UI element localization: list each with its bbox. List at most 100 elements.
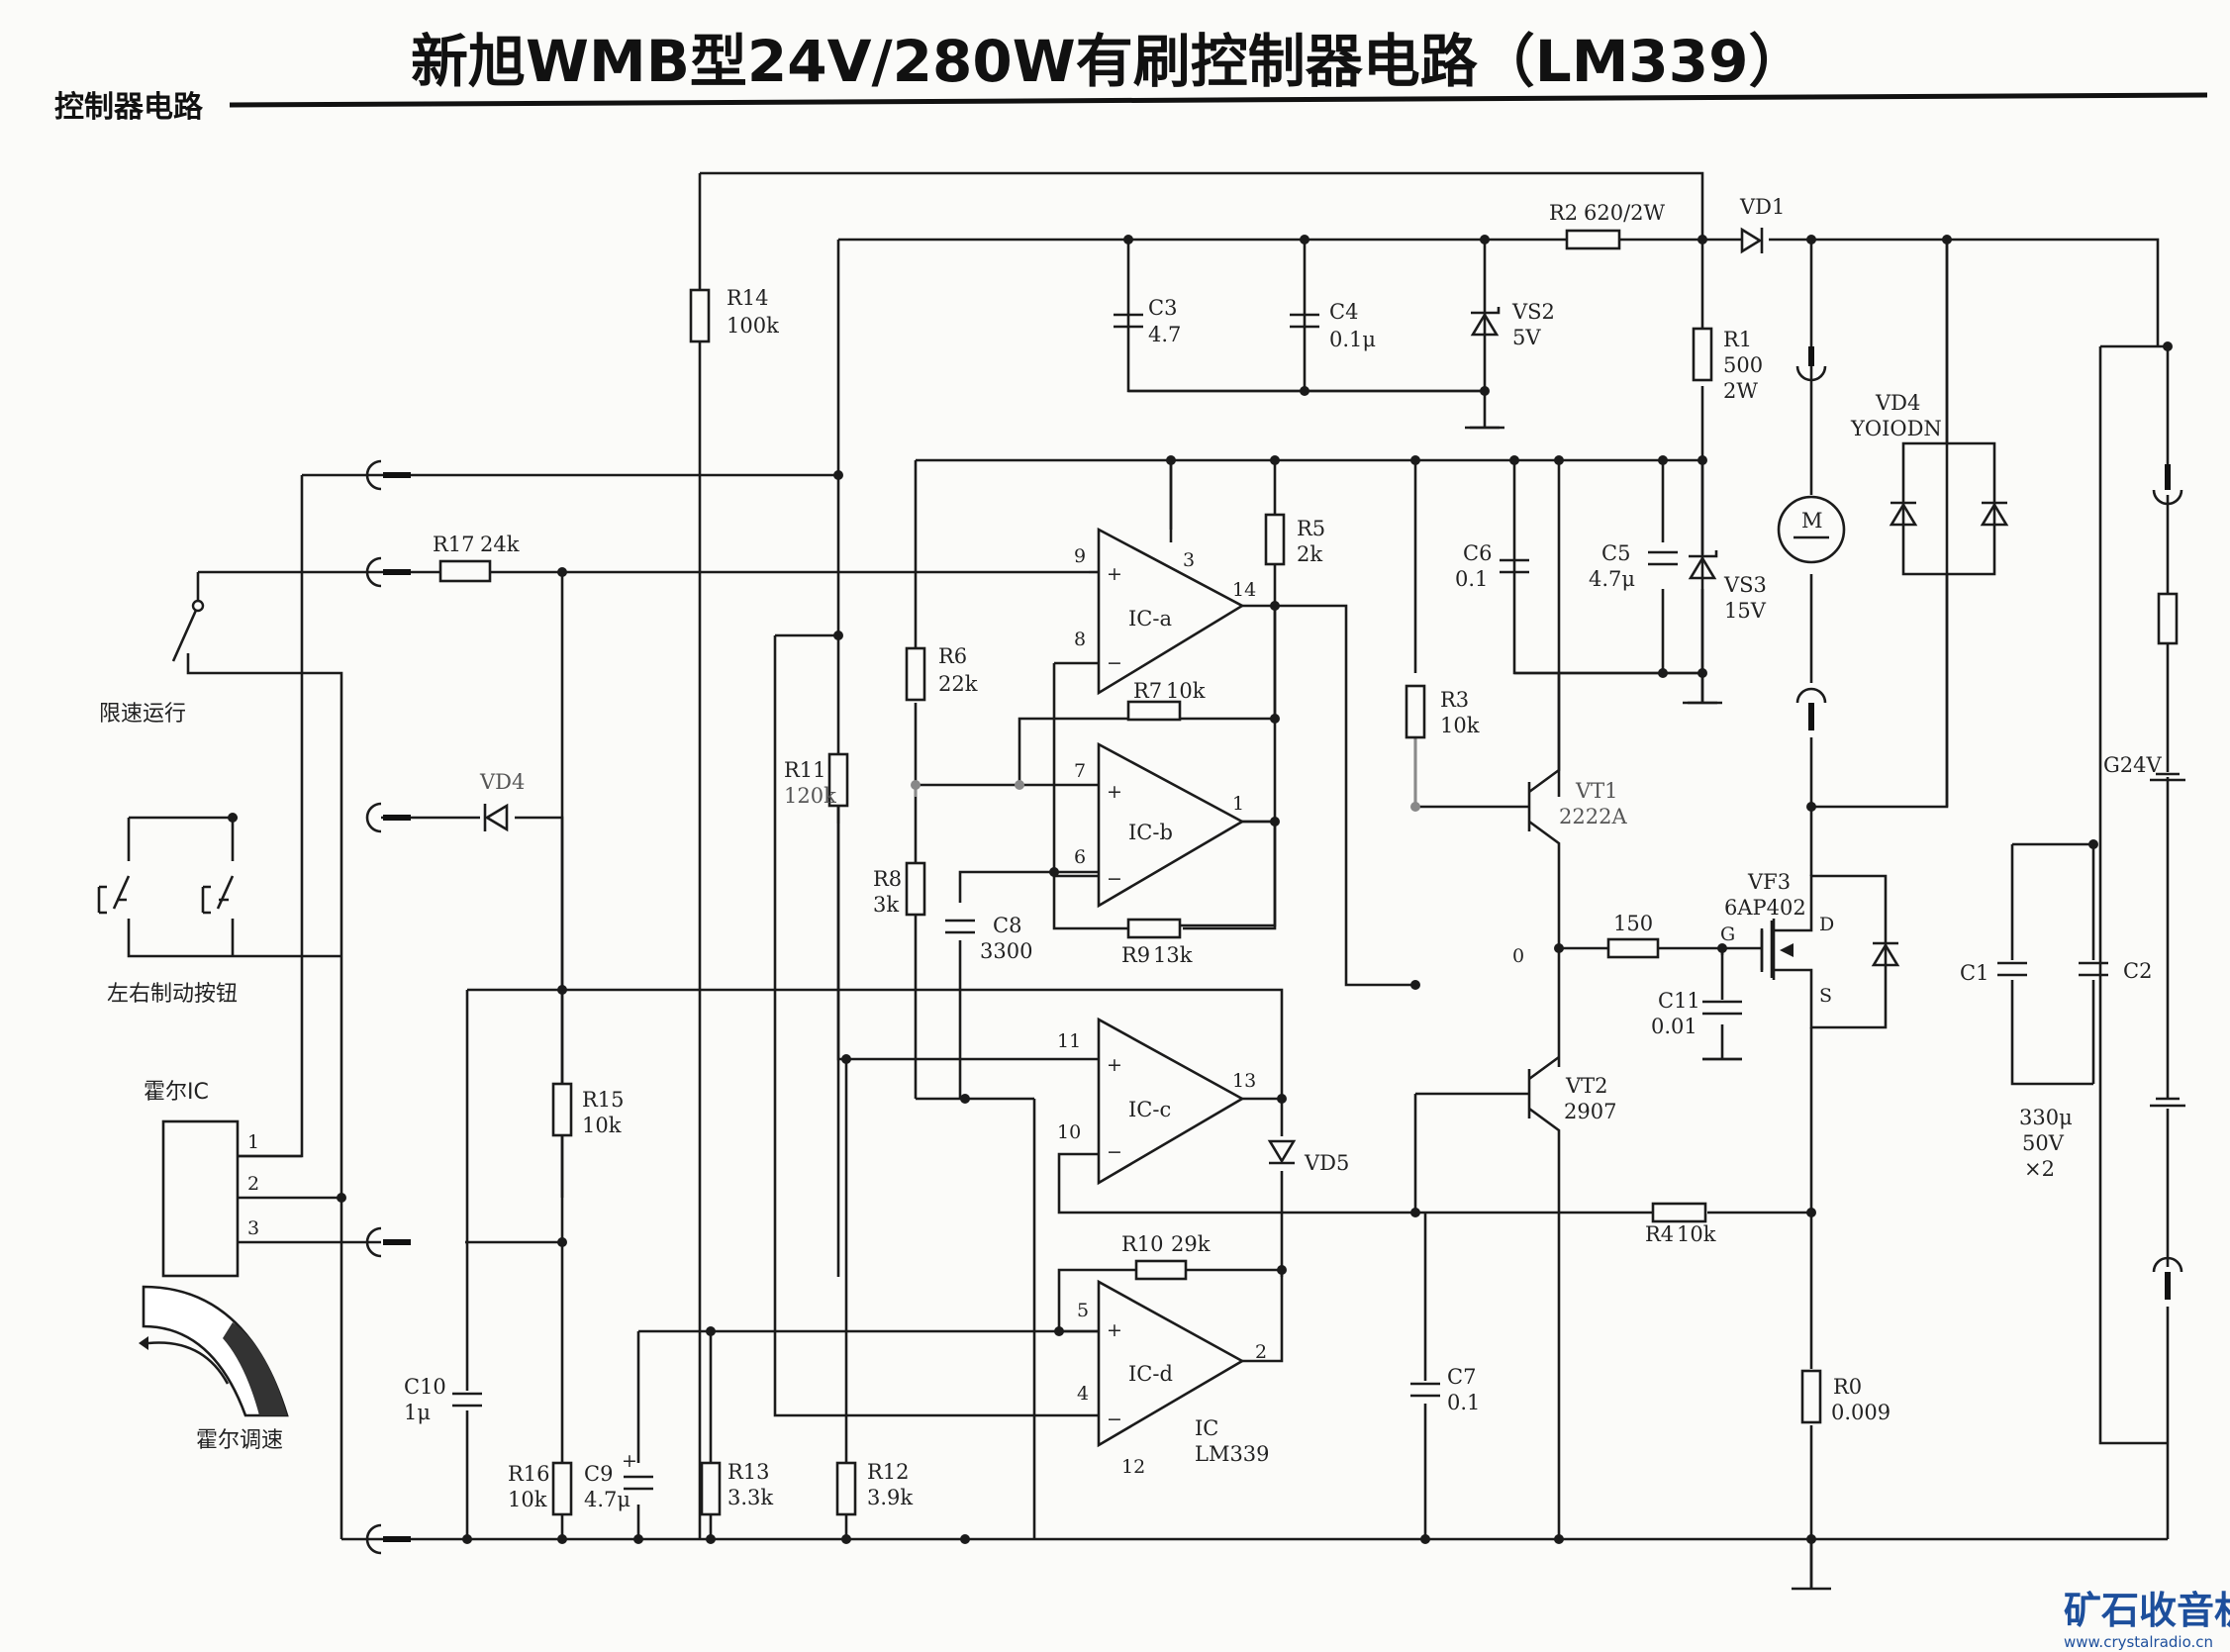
label-hall-ic: 霍尔IC [144, 1080, 209, 1105]
pin-7: 7 [1074, 760, 1086, 782]
pin-1: 1 [1232, 793, 1244, 815]
label-vt2: VT2 [1565, 1074, 1608, 1098]
d-minus-sign: − [1107, 1409, 1122, 1430]
label-ic-c: IC-c [1128, 1098, 1171, 1121]
comparator-ic-c [1097, 1017, 1245, 1186]
connector-hall1 [365, 459, 411, 491]
value-c6: 0.1 [1455, 567, 1488, 591]
label-c1: C1 [1960, 961, 1988, 985]
connectors [365, 346, 2183, 1555]
label-vd4-bridge: VD4 [1875, 391, 1920, 415]
value-c7: 0.1 [1447, 1391, 1480, 1414]
resistor-r1 [1692, 327, 1713, 382]
label-vs3: VS3 [1723, 573, 1767, 597]
value-r14: 100k [727, 314, 779, 338]
label-hall-throttle: 霍尔调速 [196, 1428, 283, 1453]
rating-r1: 2W [1723, 379, 1758, 403]
comparator-ic-b [1097, 741, 1245, 909]
value-r1: 500 [1723, 353, 1763, 377]
speed-limit-switch[interactable] [171, 599, 205, 662]
label-r14: R14 [727, 286, 769, 310]
pin-10: 10 [1057, 1121, 1081, 1143]
value-vt1: 2222A [1559, 805, 1627, 828]
value-r7: 10k [1166, 679, 1206, 703]
a-plus-sign: + [1107, 563, 1122, 585]
resistor-r9 [1126, 918, 1182, 939]
label-ic: IC [1195, 1416, 1218, 1440]
mosfet-vf3 [1760, 919, 1794, 980]
watermark: 矿石收音机 www.crystalradio.cn [2064, 1589, 2230, 1651]
value-vf3: 6AP402 [1724, 896, 1806, 920]
capacitor-c6 [1500, 558, 1529, 574]
brake-button-right[interactable] [201, 875, 235, 915]
label-r6: R6 [938, 644, 967, 668]
node-0: 0 [1512, 945, 1524, 967]
pin-12: 12 [1121, 1456, 1145, 1478]
brake-button-left[interactable] [97, 875, 131, 915]
label-r1: R1 [1723, 328, 1752, 351]
resistor-r8 [905, 861, 926, 917]
watermark-logo: 矿石收音机 [2064, 1589, 2230, 1632]
resistor-r17 [438, 559, 492, 583]
capacitor-c8 [945, 919, 975, 934]
pin-2: 2 [1255, 1341, 1267, 1363]
source-label: S [1819, 985, 1832, 1007]
value-c8: 3300 [980, 939, 1032, 963]
value-c5: 4.7μ [1589, 567, 1635, 591]
title-rule [229, 92, 2208, 108]
c-plus-sign: + [1107, 1054, 1122, 1076]
wires [127, 171, 2170, 1591]
diode-vd4-bridge-right [1980, 501, 2009, 527]
label-brake-buttons: 左右制动按钮 [107, 982, 238, 1007]
label-r16: R16 [508, 1462, 550, 1486]
label-r4: R4 [1645, 1222, 1674, 1246]
resistors [438, 229, 2179, 1516]
pin-8: 8 [1074, 629, 1086, 650]
resistor-r0 [1800, 1369, 1822, 1424]
value-r15: 10k [582, 1114, 622, 1137]
zener-vs3 [1688, 550, 1718, 580]
label-ic-b: IC-b [1128, 821, 1173, 844]
c-minus-sign: − [1107, 1141, 1122, 1163]
pin-11: 11 [1057, 1030, 1081, 1052]
value-r17: 24k [480, 533, 520, 556]
value-vt2: 2907 [1564, 1100, 1616, 1123]
drain-label: D [1819, 914, 1834, 935]
label-vd5: VD5 [1304, 1151, 1349, 1175]
label-c2: C2 [2123, 959, 2152, 983]
battery-plates [2150, 772, 2185, 1108]
diode-vd4-input [483, 803, 509, 832]
b-minus-sign: − [1107, 868, 1122, 890]
misc-labels: 限速运行 左右制动按钮 霍尔IC 霍尔调速 G24V 330μ 50V ×2 M [99, 509, 2162, 1453]
cap-note-count: ×2 [2024, 1157, 2055, 1181]
watermark-url: www.crystalradio.cn [2064, 1633, 2213, 1651]
label-ic-a: IC-a [1128, 607, 1172, 631]
label-lm339: LM339 [1195, 1442, 1270, 1466]
capacitor-c3 [1114, 313, 1143, 329]
label-r3: R3 [1440, 688, 1469, 712]
value-r16: 10k [508, 1488, 547, 1511]
label-ic-d: IC-d [1128, 1362, 1173, 1386]
label-r11: R11 [784, 758, 826, 782]
label-r13: R13 [727, 1460, 770, 1484]
label-vf3: VF3 [1747, 870, 1791, 894]
diodes [483, 227, 2009, 1165]
label-r8: R8 [873, 867, 902, 891]
resistor-150 [1606, 937, 1660, 959]
component-labels: R17 24k R14 100k R2 620/2W VD1 C3 4.7 C4… [404, 195, 2152, 1511]
value-r10: 29k [1171, 1232, 1211, 1256]
comparators [1097, 527, 1245, 1448]
connector-batt-top [2152, 464, 2183, 506]
label-c5: C5 [1601, 541, 1630, 565]
label-r7: R7 [1133, 679, 1162, 703]
label-motor: M [1801, 509, 1823, 533]
diode-vd4-bridge-left [1889, 501, 1918, 527]
hall-pin-3: 3 [247, 1217, 259, 1239]
comparator-ic-d [1097, 1279, 1245, 1448]
label-r12: R12 [867, 1460, 910, 1484]
label-c8: C8 [993, 914, 1021, 937]
label-r10: R10 [1121, 1232, 1164, 1256]
value-r3: 10k [1440, 714, 1480, 737]
pin-9: 9 [1074, 545, 1086, 567]
